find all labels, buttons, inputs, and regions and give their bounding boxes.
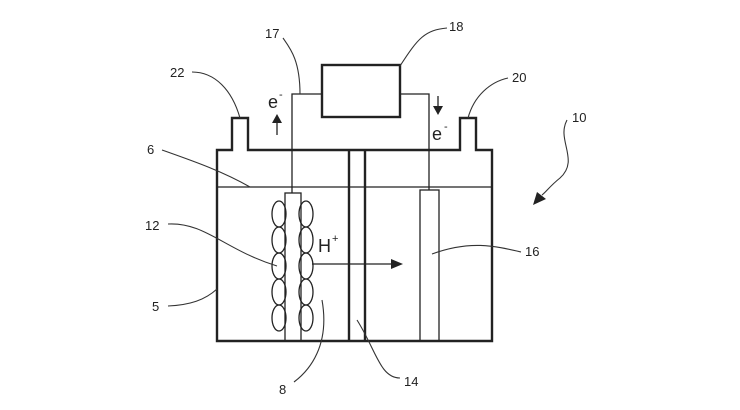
label-10: 10: [572, 110, 586, 125]
anode-wire: [291, 93, 322, 193]
leader-14: [356, 319, 401, 379]
label-22: 22: [170, 65, 184, 80]
label-8: 8: [279, 382, 286, 397]
label-14: 14: [404, 374, 418, 389]
anode-bacteria: [271, 200, 314, 332]
electron-right-charge: -: [444, 121, 448, 133]
leader-22: [191, 71, 241, 119]
anode-rod: [284, 192, 302, 342]
leader-12: [167, 223, 278, 267]
label-12: 12: [145, 218, 159, 233]
label-18: 18: [449, 19, 463, 34]
leader-10-arrowhead: [533, 192, 546, 205]
label-6: 6: [147, 142, 154, 157]
label-17: 17: [265, 26, 279, 41]
leader-18: [399, 27, 448, 67]
label-16: 16: [525, 244, 539, 259]
leader-5: [167, 288, 218, 307]
proton-symbol: H: [318, 236, 331, 256]
leader-10: [541, 119, 569, 196]
leader-16: [431, 244, 522, 255]
electron-arrow-up: [272, 114, 282, 135]
load-box: [320, 63, 402, 119]
leader-17: [282, 37, 301, 95]
vessel-outline: [215, 116, 494, 343]
cathode-wire: [400, 93, 430, 190]
cathode-plate: [419, 189, 440, 342]
leader-8: [293, 299, 325, 383]
electron-arrow-down: [433, 96, 443, 115]
proton-charge: +: [332, 233, 338, 245]
proton-arrow: [312, 259, 403, 269]
label-20: 20: [512, 70, 526, 85]
label-5: 5: [152, 299, 159, 314]
electron-left-symbol: e: [268, 92, 278, 112]
leader-20: [467, 77, 509, 119]
leader-6: [161, 149, 251, 188]
electron-right-symbol: e: [432, 124, 442, 144]
electron-left-charge: -: [279, 89, 283, 101]
